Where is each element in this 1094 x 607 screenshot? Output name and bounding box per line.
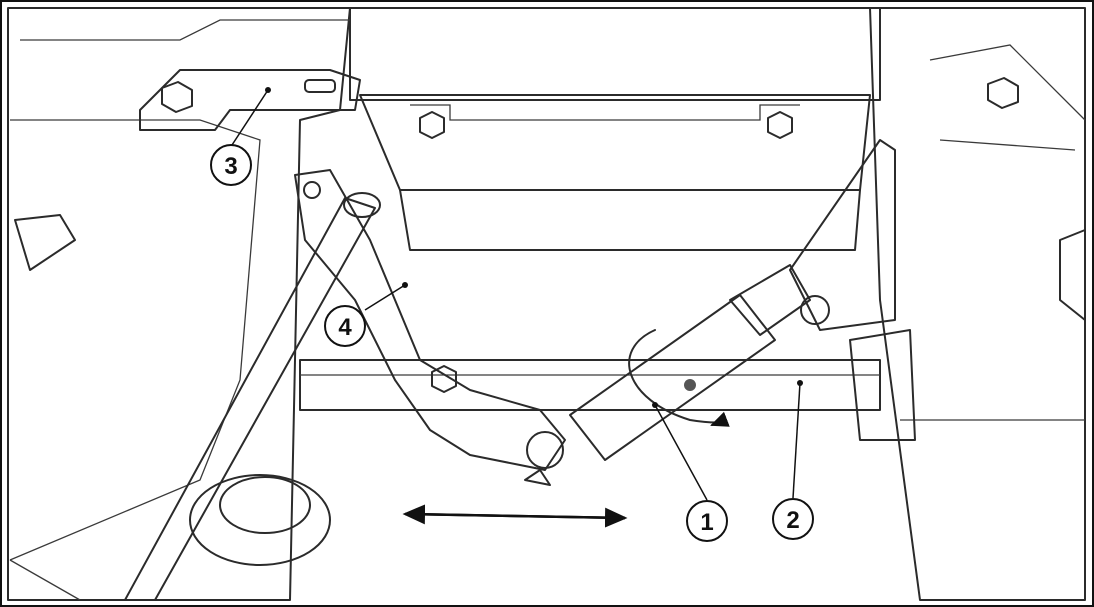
guide-rod: [124, 192, 381, 601]
callout-3: 3: [210, 144, 252, 186]
leader-lines: [231, 87, 803, 501]
callout-4: 4: [324, 305, 366, 347]
callout-1-label: 1: [700, 509, 713, 536]
right-mounting-bracket: [789, 139, 916, 441]
left-frame-panel: [7, 7, 351, 601]
crossbar-part-2: [299, 359, 881, 411]
pin-icon: [524, 469, 551, 486]
callout-3-label: 3: [224, 153, 237, 180]
bolt-icon: [767, 111, 793, 139]
right-frame-panel: [869, 7, 1086, 601]
rear-housing: [349, 7, 881, 251]
bolt-icon: [419, 111, 445, 139]
callout-2-label: 2: [786, 507, 799, 534]
double-arrow-icon: [402, 504, 628, 528]
lever-arm-part-4: [294, 169, 566, 471]
bolt-icon: [987, 77, 1019, 109]
latch-plate-part-3: [139, 69, 361, 131]
lower-disc-assembly: [189, 474, 331, 566]
rotation-arrow-icon: [628, 329, 730, 427]
bolt-icon: [161, 81, 193, 113]
callout-1: 1: [686, 500, 728, 542]
turnbuckle-part-1: [524, 264, 830, 486]
callout-2: 2: [772, 498, 814, 540]
callout-4-label: 4: [338, 314, 352, 341]
